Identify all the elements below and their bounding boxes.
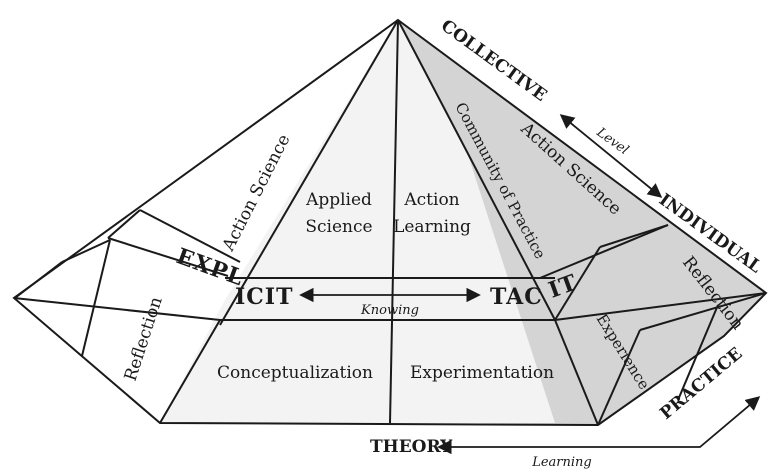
pyramid-outline <box>12 18 768 427</box>
experimentation-label: Experimentation <box>410 363 554 383</box>
applied-label: Applied <box>305 190 372 210</box>
conceptualization-label: Conceptualization <box>217 363 373 383</box>
theory-label: THEORY <box>370 437 453 457</box>
learning-axis-label: Learning <box>531 455 592 469</box>
learning-arrow <box>437 396 761 455</box>
level-label: Level <box>593 125 631 159</box>
explicit-right-label: ICIT <box>235 284 293 310</box>
learning-front-label: Learning <box>393 217 471 237</box>
knowing-label: Knowing <box>360 303 419 318</box>
front-face-shading <box>160 20 555 423</box>
science-label: Science <box>305 217 372 237</box>
arrows <box>299 114 761 455</box>
action-label: Action <box>403 190 459 210</box>
left-reflection-label: Reflection <box>121 294 167 383</box>
level-arrow <box>559 114 663 198</box>
tacit-left-label: TAC <box>490 284 543 310</box>
